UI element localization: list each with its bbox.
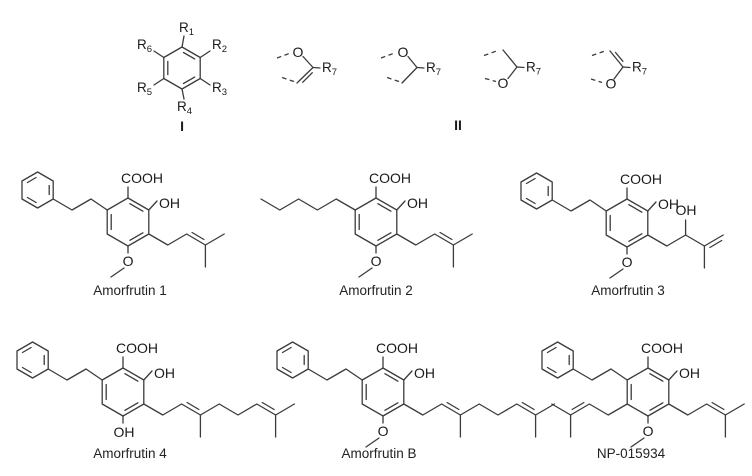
benzene-ring (163, 46, 201, 90)
hydroxyl-label: OH (414, 365, 435, 381)
compound-name-amorfrutin-b: Amorfrutin B (341, 446, 416, 461)
benzene-ring (361, 367, 405, 417)
carboxyl-label: COOH (376, 340, 418, 356)
hydroxyl-label: OH (679, 365, 700, 381)
phenethyl-group (277, 342, 362, 380)
bottom-hydroxyl-label: OH (114, 424, 135, 440)
np-015934-structure: COOH OH O (542, 340, 745, 448)
linkage-variant-4: O R7 (590, 50, 647, 92)
carboxyl-label: COOH (121, 170, 163, 186)
patterns-label: II (454, 117, 462, 133)
r7-label: R7 (322, 60, 337, 78)
compound-name-amorfrutin-2: Amorfrutin 2 (339, 283, 413, 298)
carboxyl-label: COOH (116, 340, 158, 356)
r3-label: R3 (212, 80, 227, 98)
prenyl-group-left (551, 401, 628, 438)
phenethyl-group (521, 173, 606, 211)
hydroxyl-label: OH (154, 365, 175, 381)
benzene-ring (106, 197, 150, 247)
phenethyl-group (17, 342, 102, 380)
linkage-variants: O R7 O R7 O R7 (276, 44, 647, 133)
phenethyl-group (542, 342, 627, 380)
methoxy-oxygen-label: O (622, 254, 633, 270)
geranyl-group (143, 401, 296, 438)
r1-label: R1 (179, 20, 194, 38)
carboxyl-label: COOH (620, 171, 662, 187)
methoxy-oxygen-label: O (378, 423, 389, 439)
amorfrutin-4-structure: COOH OH OH (17, 340, 296, 440)
oxygen-label: O (606, 76, 617, 92)
oxygen-label: O (398, 44, 409, 60)
carboxyl-label: COOH (369, 170, 411, 186)
amorfrutin-2-structure: COOH OH O (260, 170, 473, 278)
r7-label: R7 (426, 60, 441, 78)
oxygen-label: O (293, 44, 304, 60)
benzene-ring (626, 367, 670, 417)
compound-name-amorfrutin-1: Amorfrutin 1 (93, 283, 167, 298)
linkage-variant-2: O R7 (380, 44, 441, 84)
r2-label: R2 (212, 37, 227, 55)
benzene-ring (101, 367, 145, 417)
scaffold-label: I (180, 118, 184, 134)
linkage-variant-1: O R7 (276, 44, 337, 84)
compound-name-amorfrutin-3: Amorfrutin 3 (591, 283, 665, 298)
amorfrutin-b-structure: COOH OH O (277, 340, 556, 448)
amorfrutin-3-structure: COOH OH OH O (521, 171, 724, 279)
oxygen-label: O (498, 75, 509, 91)
r7-label: R7 (526, 60, 541, 78)
methoxy-oxygen-label: O (643, 423, 654, 439)
hydroxyl-label: OH (159, 195, 180, 211)
linkage-variant-3: O R7 (483, 49, 541, 91)
side-chain-hydroxyl-label: OH (676, 202, 697, 218)
hydroxyl-label: OH (407, 195, 428, 211)
hydroxy-methylbutenyl-group (647, 219, 724, 269)
scaffold-structure: R1 R2 R3 R4 R5 R6 I (137, 20, 227, 134)
r5-label: R5 (137, 80, 152, 98)
compound-name-amorfrutin-4: Amorfrutin 4 (93, 446, 167, 461)
r7-label: R7 (632, 60, 647, 78)
compound-name-np-015934: NP-015934 (597, 446, 666, 461)
hydroxyl-label: OH (658, 196, 679, 212)
amorfrutin-1-structure: COOH OH O (22, 170, 225, 278)
carboxyl-label: COOH (641, 340, 683, 356)
prenyl-group-right (668, 401, 745, 438)
benzene-ring (605, 198, 649, 248)
methoxy-oxygen-label: O (123, 253, 134, 269)
geranyl-group (403, 401, 556, 438)
methoxy-oxygen-label: O (371, 253, 382, 269)
prenyl-group (148, 231, 225, 268)
prenyl-group (396, 231, 473, 268)
pentyl-group (260, 198, 356, 211)
r4-label: R4 (177, 99, 192, 117)
phenethyl-group (22, 172, 107, 210)
benzene-ring (354, 197, 398, 247)
r6-label: R6 (137, 37, 152, 55)
